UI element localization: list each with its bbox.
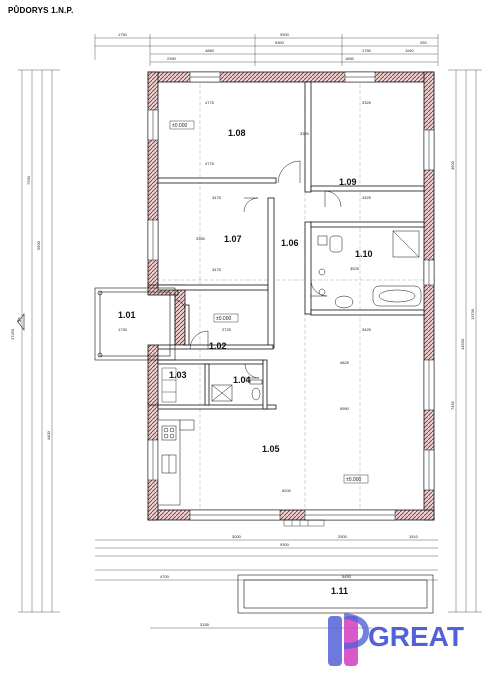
dim-1.05-a: 4825 (340, 360, 350, 365)
room-label-1.04: 1.04 (233, 375, 251, 385)
logo-text: GREAT (368, 621, 464, 652)
dim-1.05-c: 8200 (282, 488, 292, 493)
wc-fixtures (211, 379, 263, 402)
dim-h-1.08: 3320 (300, 131, 310, 136)
plan-title: PŮDORYS 1.N.P. (8, 6, 74, 15)
dim-right-c: 13700 (470, 308, 475, 320)
dim-left-a: 7250 (26, 175, 31, 185)
dim-top-f: 250 (420, 40, 427, 45)
dim-bottom-e: 5450 (342, 574, 352, 579)
room-label-1.03: 1.03 (169, 370, 187, 380)
level-mark-1.05: ±0.000 (346, 477, 361, 483)
dim-h-1.05: 5950 (340, 406, 350, 411)
room-label-1.11: 1.11 (331, 586, 348, 596)
dim-1.01: 1730 (118, 327, 128, 332)
room-label-1.06: 1.06 (281, 238, 299, 248)
door-swings (174, 160, 342, 379)
dim-top-c: 1750 (362, 48, 372, 53)
room-label-1.05: 1.05 (262, 444, 280, 454)
dim-bottom-b: 2500 (338, 534, 348, 539)
dim-right-a: 4600 (450, 160, 455, 170)
dim-1.08-top: 4775 (205, 100, 215, 105)
terrace-outline (94, 287, 176, 361)
dim-1.09-top: 3325 (362, 100, 372, 105)
room-label-1.08: 1.08 (228, 128, 246, 138)
level-mark-1.08: ±0.000 (172, 123, 187, 129)
great-logo: GREAT (328, 613, 464, 666)
dim-right-b: 7465 (450, 400, 455, 410)
interior-walls (157, 81, 425, 410)
dim-top-e: 1190 (405, 48, 414, 53)
bathroom-fixtures (317, 230, 422, 309)
dim-bottom-c: 1510 (409, 534, 419, 539)
dim-bottom-f: 3155 (200, 622, 210, 627)
outdoor-area-outline (237, 574, 434, 614)
dim-1.07-top: 3475 (212, 195, 222, 200)
dim-top-total: 9300 (280, 32, 290, 37)
dim-bottom-d: 4700 (160, 574, 170, 579)
dim-bottom-total: 9300 (280, 542, 290, 547)
dim-left-b: 5600 (36, 240, 41, 250)
dim-1.02: 2725 (222, 327, 232, 332)
dim-1.07-bottom: 3475 (212, 267, 222, 272)
dim-1.09-bottom: 3325 (362, 195, 372, 200)
room-label-1.07: 1.07 (224, 234, 242, 244)
dim-bottom-a: 3000 (232, 534, 242, 539)
dim-1.05-b: 3425 (362, 327, 372, 332)
dim-top-g: 2350 (167, 56, 177, 61)
dim-left-total: 17250 (10, 328, 15, 340)
room-label-1.02: 1.02 (209, 341, 227, 351)
room-label-1.09: 1.09 (339, 177, 357, 187)
dim-h-1.07: 3350 (196, 236, 206, 241)
dim-top-total-2: 9300 (275, 40, 285, 45)
dim-1.08-bottom: 4775 (205, 161, 215, 166)
section-marker (17, 313, 25, 331)
level-mark-1.02: ±0.000 (216, 316, 231, 322)
dim-top-a: 1750 (118, 32, 128, 37)
kitchen-counter (157, 419, 195, 506)
room-label-1.01: 1.01 (118, 310, 136, 320)
windows (147, 71, 435, 521)
section-mark-label: A (17, 318, 21, 324)
dim-1.10: 3525 (350, 266, 360, 271)
entry-step (283, 519, 325, 527)
room-label-1.10: 1.10 (355, 249, 373, 259)
dim-top-b: 4880 (205, 48, 215, 53)
dim-right-total: 14530 (460, 338, 465, 350)
dim-top-d: 1650 (345, 56, 355, 61)
dim-left-c: 4400 (46, 430, 51, 440)
utility-fixtures (161, 367, 177, 403)
